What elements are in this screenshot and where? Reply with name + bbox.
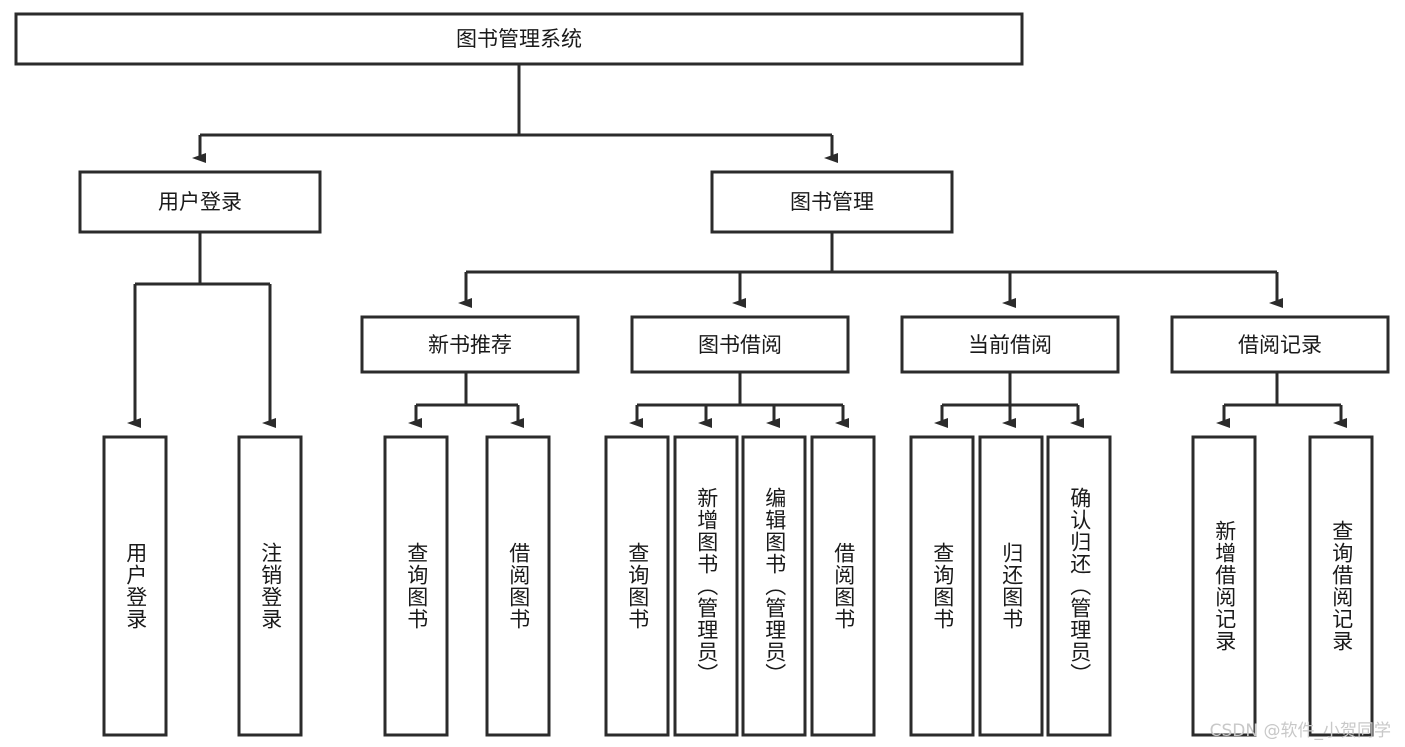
node-book-borrow[interactable]: 图书借阅 [630,315,850,374]
node-leaf-query-book-2[interactable]: 查询图书 [604,435,670,737]
node-current-borrow-label: 当前借阅 [968,333,1052,357]
node-root[interactable]: 图书管理系统 [14,12,1024,66]
node-book-manage-box [710,170,954,234]
node-leaf-user-logout-label: 注销登录 [258,542,283,630]
node-leaf-user-login-box [102,435,168,737]
node-leaf-borrow-book-2-box [810,435,876,737]
node-leaf-query-book-3[interactable]: 查询图书 [909,435,975,737]
node-leaf-return-book[interactable]: 归还图书 [978,435,1044,737]
node-leaf-edit-book[interactable]: 编辑图书（管理员） [741,435,807,737]
node-new-book-rec-box [360,315,580,374]
node-leaf-user-logout-box [237,435,303,737]
node-current-borrow[interactable]: 当前借阅 [900,315,1120,374]
node-leaf-add-record[interactable]: 新增借阅记录 [1191,435,1257,737]
node-new-book-rec[interactable]: 新书推荐 [360,315,580,374]
node-root-label: 图书管理系统 [456,27,582,51]
node-leaf-query-book-1[interactable]: 查询图书 [383,435,449,737]
node-user-login-label: 用户登录 [158,190,242,214]
node-leaf-confirm-return[interactable]: 确认归还（管理员） [1046,435,1112,737]
node-leaf-return-book-box [978,435,1044,737]
node-leaf-edit-book-box [741,435,807,737]
node-leaf-add-record-label: 新增借阅记录 [1212,520,1237,652]
node-leaf-add-book-box [673,435,739,737]
node-book-borrow-box [630,315,850,374]
node-leaf-query-record[interactable]: 查询借阅记录 [1308,435,1374,737]
node-leaf-borrow-book-1[interactable]: 借阅图书 [485,435,551,737]
node-book-manage-label: 图书管理 [790,190,874,214]
node-leaf-add-record-box [1191,435,1257,737]
node-leaf-borrow-book-1-box [485,435,551,737]
node-book-manage[interactable]: 图书管理 [710,170,954,234]
node-leaf-query-record-box [1308,435,1374,737]
node-new-book-rec-label: 新书推荐 [428,333,512,357]
node-leaf-query-book-3-label: 查询图书 [930,542,955,630]
node-leaf-query-record-label: 查询借阅记录 [1329,520,1354,652]
node-leaf-confirm-return-label: 确认归还（管理员） [1067,487,1092,685]
node-leaf-borrow-book-2[interactable]: 借阅图书 [810,435,876,737]
node-leaf-user-login[interactable]: 用户登录 [102,435,168,737]
node-borrow-record-box [1170,315,1390,374]
node-leaf-query-book-1-label: 查询图书 [404,542,429,630]
node-leaf-user-logout[interactable]: 注销登录 [237,435,303,737]
node-user-login-box [78,170,322,234]
node-leaf-edit-book-label: 编辑图书（管理员） [762,487,787,685]
node-borrow-record-label: 借阅记录 [1238,333,1322,357]
node-leaf-borrow-book-2-label: 借阅图书 [831,542,856,630]
node-user-login[interactable]: 用户登录 [78,170,322,234]
node-leaf-return-book-label: 归还图书 [999,542,1024,630]
node-leaf-confirm-return-box [1046,435,1112,737]
node-leaf-query-book-1-box [383,435,449,737]
node-leaf-user-login-label: 用户登录 [123,542,148,630]
edges-layer [127,64,1347,428]
node-borrow-record[interactable]: 借阅记录 [1170,315,1390,374]
node-leaf-add-book-label: 新增图书（管理员） [694,487,719,685]
node-leaf-query-book-2-box [604,435,670,737]
node-book-borrow-label: 图书借阅 [698,333,782,357]
node-leaf-query-book-2-label: 查询图书 [625,542,650,630]
node-leaf-borrow-book-1-label: 借阅图书 [506,542,531,630]
node-leaf-add-book[interactable]: 新增图书（管理员） [673,435,739,737]
node-current-borrow-box [900,315,1120,374]
node-leaf-query-book-3-box [909,435,975,737]
node-root-box [14,12,1024,66]
